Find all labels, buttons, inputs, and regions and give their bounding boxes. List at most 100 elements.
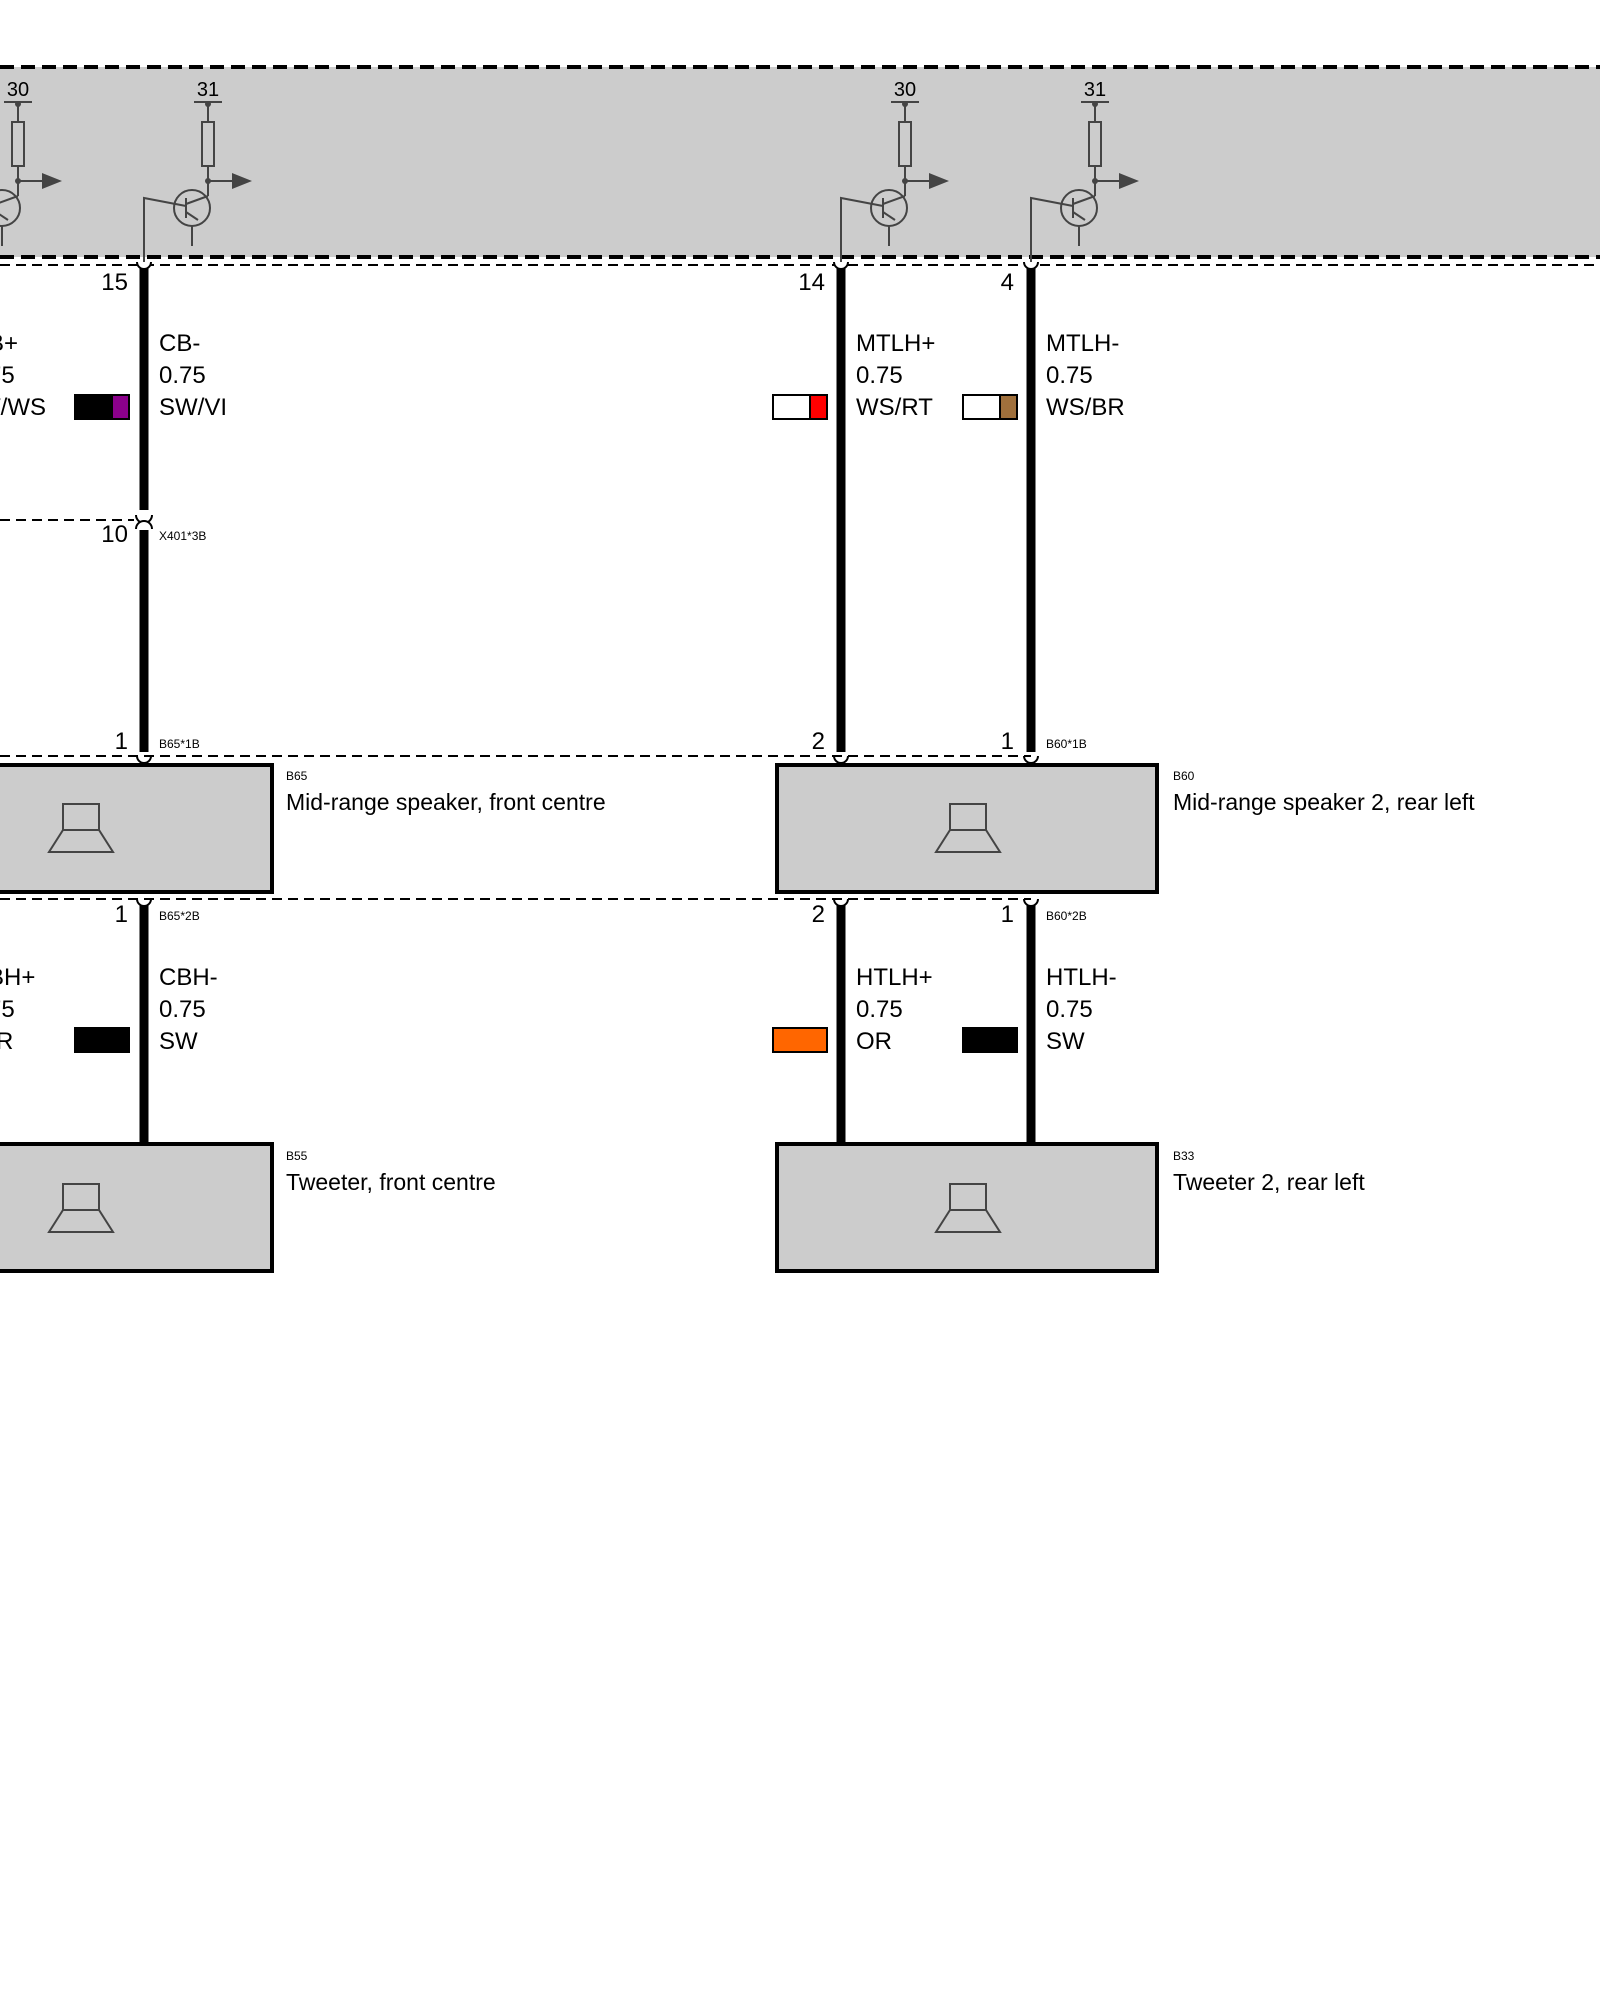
arrow-right-icon — [42, 173, 62, 189]
svg-text:R: R — [0, 1028, 13, 1055]
svg-text:0.75: 0.75 — [856, 996, 903, 1023]
connector-x401-label: X401*3B — [159, 529, 206, 543]
module-pin-14: 14 — [798, 269, 825, 296]
transistor-symbol: 31 — [143, 79, 252, 262]
wire-label-mtlh-minus: MTLH- 0.75 WS/BR — [1046, 330, 1125, 421]
svg-text:75: 75 — [0, 996, 15, 1023]
connector-junction — [833, 898, 849, 907]
svg-text:OR: OR — [856, 1028, 892, 1055]
wire-label-b-plus: B+ 75 W/WS — [0, 330, 46, 421]
terminal-label: 31 — [197, 79, 219, 101]
connector-junction — [1023, 755, 1039, 764]
color-swatch-sw-vi — [74, 394, 130, 420]
wire-label-htlh-plus: HTLH+ 0.75 OR — [856, 964, 933, 1055]
swatch-main — [962, 1027, 1018, 1053]
wire-label-bh-plus: BH+ 75 R — [0, 964, 35, 1055]
swatch-main — [962, 394, 1001, 420]
svg-text:MTLH+: MTLH+ — [856, 330, 935, 357]
wire-label-cb-minus: CB- 0.75 SW/VI — [159, 330, 227, 421]
connector-x401-symbol-bottom — [135, 520, 153, 530]
svg-text:HTLH+: HTLH+ — [856, 964, 933, 991]
module-pin-4: 4 — [1001, 269, 1014, 296]
connector-b60-1b-pin-1: 1 — [1001, 728, 1014, 755]
svg-text:W/WS: W/WS — [0, 394, 46, 421]
connector-b65-1b-label: B65*1B — [159, 737, 200, 751]
swatch-main — [74, 1027, 130, 1053]
speaker-b60-code: B60 — [1173, 769, 1195, 783]
wire-label-mtlh-plus: MTLH+ 0.75 WS/RT — [856, 330, 935, 421]
swatch-stripe — [999, 394, 1018, 420]
tweeter-b33-code: B33 — [1173, 1149, 1195, 1163]
transistor-symbol: 30 — [0, 79, 62, 246]
svg-text:WS/RT: WS/RT — [856, 394, 933, 421]
connector-b65-1b-pin: 1 — [115, 728, 128, 755]
svg-text:75: 75 — [0, 362, 15, 389]
svg-text:0.75: 0.75 — [159, 362, 206, 389]
svg-text:SW/VI: SW/VI — [159, 394, 227, 421]
tweeter-b55-box — [0, 1142, 274, 1273]
connector-junction — [1023, 898, 1039, 907]
speaker-b65-box — [0, 763, 274, 894]
wire-label-cbh-minus: CBH- 0.75 SW — [159, 964, 218, 1055]
speaker-b60-name: Mid-range speaker 2, rear left — [1173, 789, 1475, 815]
connector-b60-1b-pin-2: 2 — [812, 728, 825, 755]
terminal-label: 31 — [1084, 79, 1106, 101]
speaker-icon — [47, 1183, 115, 1233]
tweeter-b55-code: B55 — [286, 1149, 308, 1163]
connector-junction — [136, 898, 152, 907]
arrow-right-icon — [929, 173, 949, 189]
speaker-b65-code: B65 — [286, 769, 308, 783]
svg-text:B+: B+ — [0, 330, 18, 357]
svg-text:SW: SW — [1046, 1028, 1085, 1055]
swatch-main — [772, 1027, 828, 1053]
svg-text:0.75: 0.75 — [1046, 996, 1093, 1023]
swatch-stripe — [111, 394, 130, 420]
arrow-right-icon — [232, 173, 252, 189]
pin-junction — [1023, 261, 1039, 270]
connector-junction — [136, 755, 152, 764]
connector-b60-2b-label: B60*2B — [1046, 909, 1087, 923]
svg-text:BH+: BH+ — [0, 964, 35, 991]
svg-text:CBH-: CBH- — [159, 964, 218, 991]
pin-junction — [833, 261, 849, 270]
module-pin-15: 15 — [101, 269, 128, 296]
arrow-right-icon — [1119, 173, 1139, 189]
connector-b60-1b-label: B60*1B — [1046, 737, 1087, 751]
speaker-b60-box — [775, 763, 1159, 894]
wire-label-htlh-minus: HTLH- 0.75 SW — [1046, 964, 1117, 1055]
color-swatch-ws-rt — [772, 394, 828, 420]
speaker-icon — [934, 1183, 1002, 1233]
terminal-label: 30 — [894, 79, 916, 101]
svg-text:0.75: 0.75 — [159, 996, 206, 1023]
control-module — [0, 67, 1600, 257]
connector-b65-2b-pin: 1 — [115, 901, 128, 928]
svg-text:CB-: CB- — [159, 330, 200, 357]
tweeter-b33-name: Tweeter 2, rear left — [1173, 1169, 1365, 1195]
terminal-label: 30 — [7, 79, 29, 101]
speaker-b65-name: Mid-range speaker, front centre — [286, 789, 606, 815]
module-transistors: 30 31 30 31 — [0, 79, 1139, 262]
svg-text:0.75: 0.75 — [1046, 362, 1093, 389]
tweeter-b33-box — [775, 1142, 1159, 1273]
transistor-symbol: 30 — [840, 79, 949, 262]
pin-junction — [136, 261, 152, 270]
swatch-stripe — [809, 394, 828, 420]
speaker-icon — [47, 803, 115, 853]
svg-text:HTLH-: HTLH- — [1046, 964, 1117, 991]
svg-text:MTLH-: MTLH- — [1046, 330, 1119, 357]
connector-junction — [833, 755, 849, 764]
tweeter-b55-name: Tweeter, front centre — [286, 1169, 496, 1195]
connector-b60-2b-pin-1: 1 — [1001, 901, 1014, 928]
color-swatch-or — [772, 1027, 828, 1053]
connector-b60-2b-pin-2: 2 — [812, 901, 825, 928]
color-swatch-ws-br — [962, 394, 1018, 420]
transistor-symbol: 31 — [1030, 79, 1139, 262]
swatch-main — [74, 394, 113, 420]
wires — [136, 261, 1039, 1144]
color-swatch-sw — [962, 1027, 1018, 1053]
speaker-icon — [934, 803, 1002, 853]
svg-text:0.75: 0.75 — [856, 362, 903, 389]
svg-text:WS/BR: WS/BR — [1046, 394, 1125, 421]
color-swatch-sw — [74, 1027, 130, 1053]
